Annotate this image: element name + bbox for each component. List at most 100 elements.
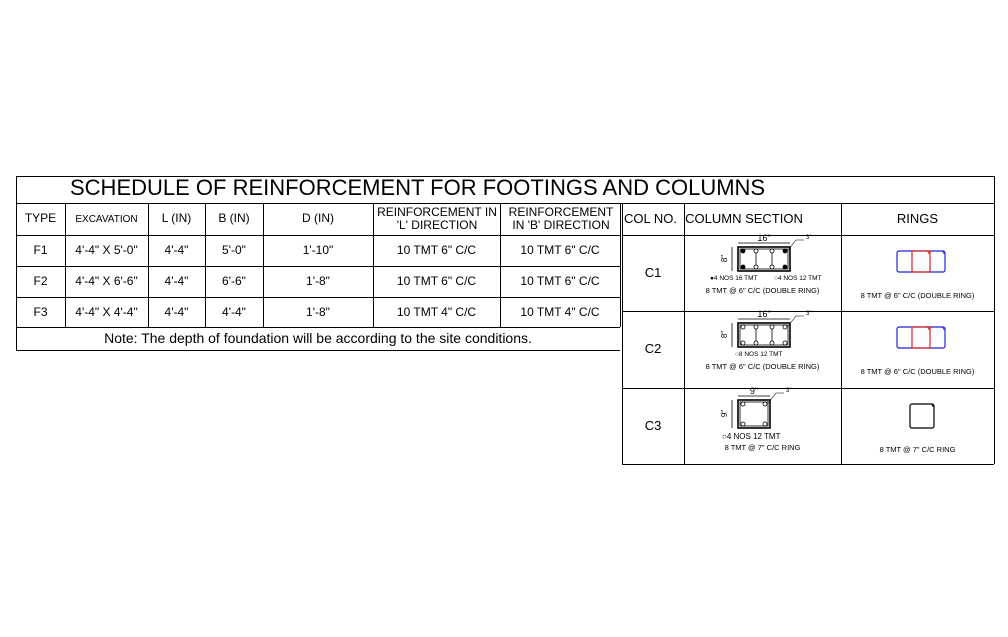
ring-spec: 8 TMT @ 6" C/C (DOUBLE RING) [860,291,975,300]
column-section-drawing [731,315,804,348]
border [16,350,620,351]
rebar [753,248,759,254]
border [16,176,994,177]
rebar [769,340,775,346]
footing-cell: 10 TMT 4" C/C [520,304,600,319]
section-depth: 9" [720,409,730,418]
header-col-no: COL NO. [624,210,677,226]
footing-cell: 6'-6" [222,273,246,288]
rebar [782,248,788,254]
border [205,203,206,327]
rebar [769,324,775,330]
rebar [753,264,759,270]
footing-cell: 10 TMT 6" C/C [396,242,477,257]
footing-cell: 4'-4" [164,304,189,319]
border [65,203,66,327]
border [16,327,620,328]
rebar [740,401,746,407]
footing-cell: 1'-10" [302,242,334,257]
rebar [740,324,746,330]
rebar [762,401,768,407]
column-number: C2 [644,340,662,356]
border [622,464,994,465]
column-section-drawing [731,239,804,272]
border [16,203,994,204]
cover-label: 3" [806,311,812,317]
footing-cell: F3 [33,304,48,319]
tie-spec: 8 TMT @ 7" C/C RING [724,443,801,452]
header-rings: RINGS [896,210,939,226]
footing-cell: 1'-8" [306,273,330,288]
border [684,203,685,464]
column-number: C3 [644,417,662,433]
footing-cell: F2 [33,273,48,288]
border [373,203,374,327]
page-title: SCHEDULE OF REINFORCEMENT FOR FOOTINGS A… [70,175,766,200]
border [622,388,994,389]
footing-cell: 4'-4" [164,242,189,257]
border [994,176,995,464]
border [622,203,623,464]
border [622,311,994,312]
border [16,235,620,236]
bar-spec: ○8 NOS 12 TMT [735,351,783,358]
header-b: B (IN) [218,211,250,226]
border [16,176,17,350]
tie-spec: 8 TMT @ 6" C/C (DOUBLE RING) [705,362,820,371]
rebar [782,264,788,270]
column-number: C1 [644,264,662,280]
footing-cell: 4'-4" X 5'-0" [75,242,138,257]
single-ring-icon [909,403,935,429]
footing-cell: F1 [33,242,48,257]
rebar [740,248,746,254]
tie-spec: 8 TMT @ 6" C/C (DOUBLE RING) [705,286,820,295]
footing-cell: 10 TMT 6" C/C [520,273,600,288]
rebar [769,248,775,254]
ring-spec: 8 TMT @ 6" C/C (DOUBLE RING) [860,367,975,376]
header-type: TYPE [24,211,57,226]
cover-label: 3" [806,235,812,241]
border [263,203,264,327]
bar-spec: ●4 NOS 16 TMT [710,275,758,282]
footing-cell: 10 TMT 4" C/C [396,304,477,319]
rebar [769,264,775,270]
rebar [753,340,759,346]
section-depth: 8" [720,254,730,263]
border [841,203,842,464]
footing-cell: 1'-8" [306,304,330,319]
rebar [782,324,788,330]
ring-spec: 8 TMT @ 7" C/C RING [879,445,956,454]
border [500,203,501,327]
rebar [740,421,746,427]
footing-cell: 5'-0" [222,242,246,257]
rebar [762,421,768,427]
rebar [740,264,746,270]
footing-cell: 4'-4" [222,304,246,319]
bar-spec: ○4 NOS 12 TMT [722,432,781,441]
cover-label: 3" [786,388,792,394]
border [16,297,620,298]
footing-cell: 4'-4" [164,273,189,288]
rebar [753,324,759,330]
footing-cell: 4'-4" X 6'-6" [75,273,138,288]
header-d: D (IN) [302,211,334,226]
section-width: 9" [749,386,759,396]
footing-cell: 10 TMT 6" C/C [520,242,600,257]
border [620,203,621,327]
footing-cell: 4'-4" X 4'-4" [75,304,138,319]
double-ring-icon [896,326,946,349]
footing-note: Note: The depth of foundation will be ac… [104,329,532,346]
header-l: L (IN) [161,211,192,226]
border [16,266,620,267]
column-section-drawing [731,392,784,429]
header-reinf-l: REINFORCEMENT IN 'L' DIRECTION [377,204,497,232]
rebar [782,340,788,346]
section-width: 16" [757,309,771,319]
footing-cell: 10 TMT 6" C/C [396,273,477,288]
section-width: 16" [757,233,771,243]
section-depth: 8" [720,330,730,339]
header-reinf-b: REINFORCEMENT IN 'B' DIRECTION [508,204,614,232]
header-column-section: COLUMN SECTION [685,210,803,226]
bar-spec: ○4 NOS 12 TMT [774,275,822,282]
border [148,203,149,327]
